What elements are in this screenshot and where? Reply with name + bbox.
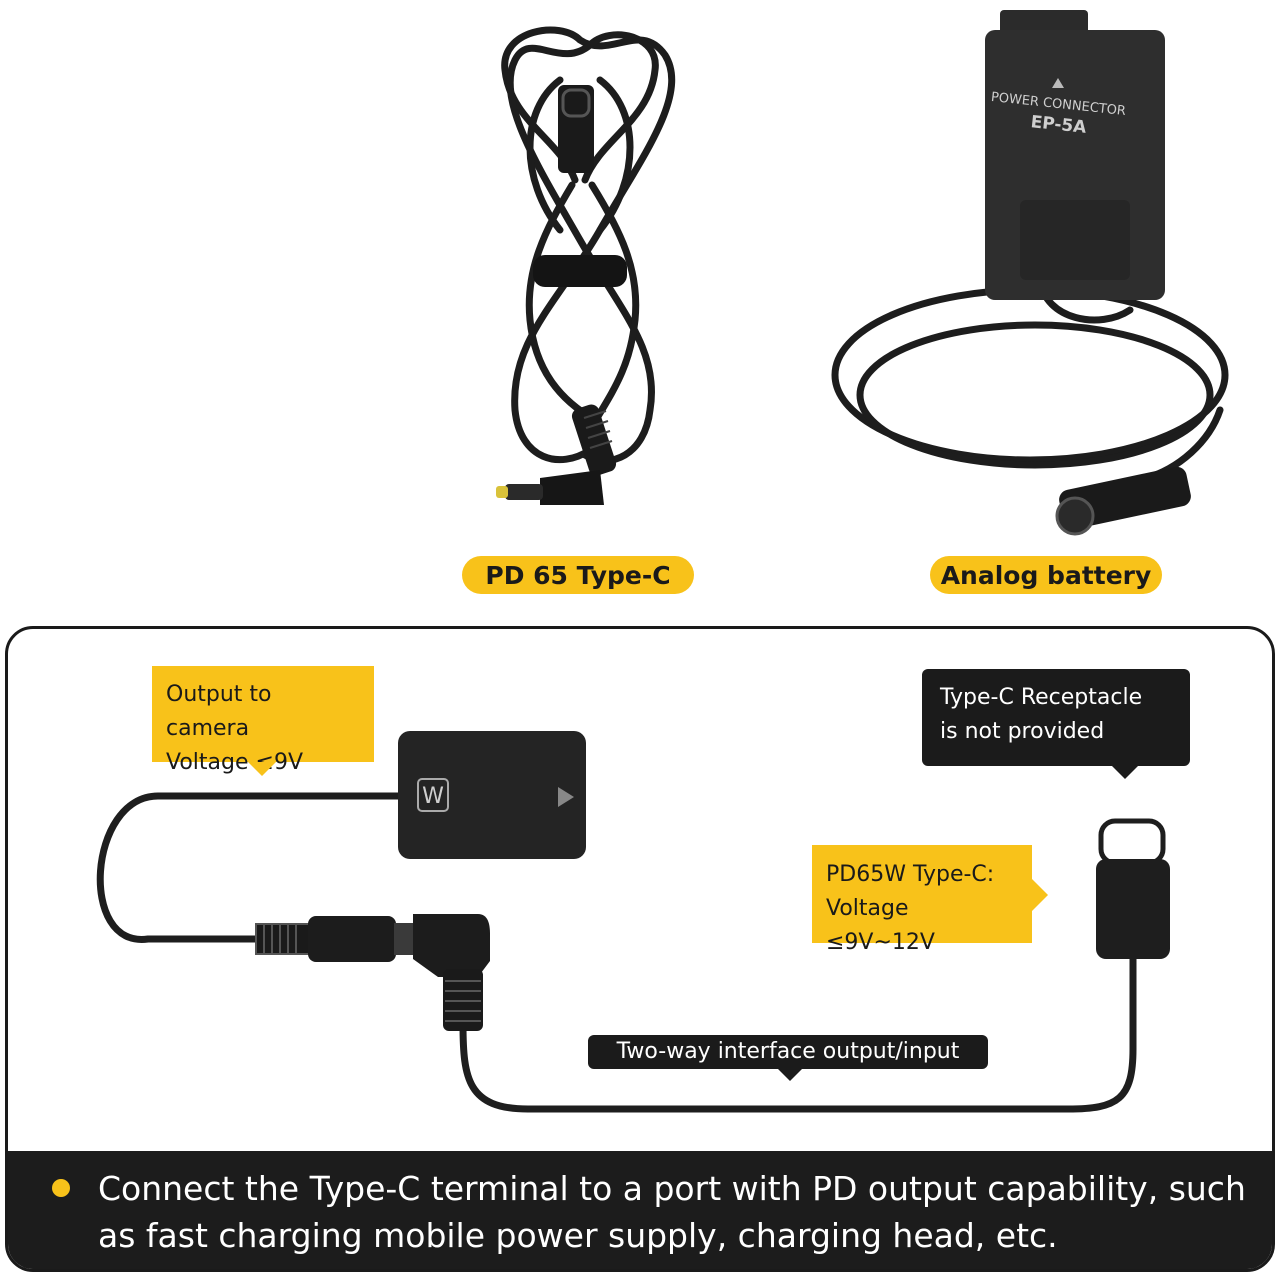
battery-logo: W	[422, 784, 444, 809]
receptacle-callout-line1: Type-C Receptacle	[940, 685, 1143, 710]
output-callout-line2: Voltage ≤9V	[166, 750, 303, 775]
output-callout-pointer	[248, 762, 1138, 1081]
connection-diagram-panel: W Output to camera Voltage ≤9V	[5, 626, 1275, 1272]
input-callout: PD65W Type-C: Voltage ≤9V~12V	[812, 845, 1032, 955]
pd-cable-image: POWER CONNECTOR EP-5A	[496, 10, 1229, 536]
connection-diagram: W	[96, 731, 1170, 1113]
battery-logo-mark	[417, 778, 449, 812]
output-callout-line1: Output to camera	[166, 682, 272, 741]
input-callout-line2: Voltage ≤9V~12V	[826, 896, 935, 955]
receptacle-callout-line2: is not provided	[940, 719, 1105, 744]
note-text: Connect the Type-C terminal to a port wi…	[98, 1169, 1246, 1255]
interface-label: Two-way interface output/input	[588, 1035, 988, 1069]
pd-cable-label: PD 65 Type-C	[462, 556, 694, 594]
output-callout: Output to camera Voltage ≤9V	[152, 666, 374, 775]
input-callout-line1: PD65W Type-C:	[826, 862, 995, 887]
bullet-icon	[52, 1179, 70, 1197]
receptacle-callout: Type-C Receptacle is not provided	[922, 669, 1190, 766]
note-bar: Connect the Type-C terminal to a port wi…	[8, 1151, 1272, 1269]
battery-label: Analog battery	[930, 556, 1162, 594]
